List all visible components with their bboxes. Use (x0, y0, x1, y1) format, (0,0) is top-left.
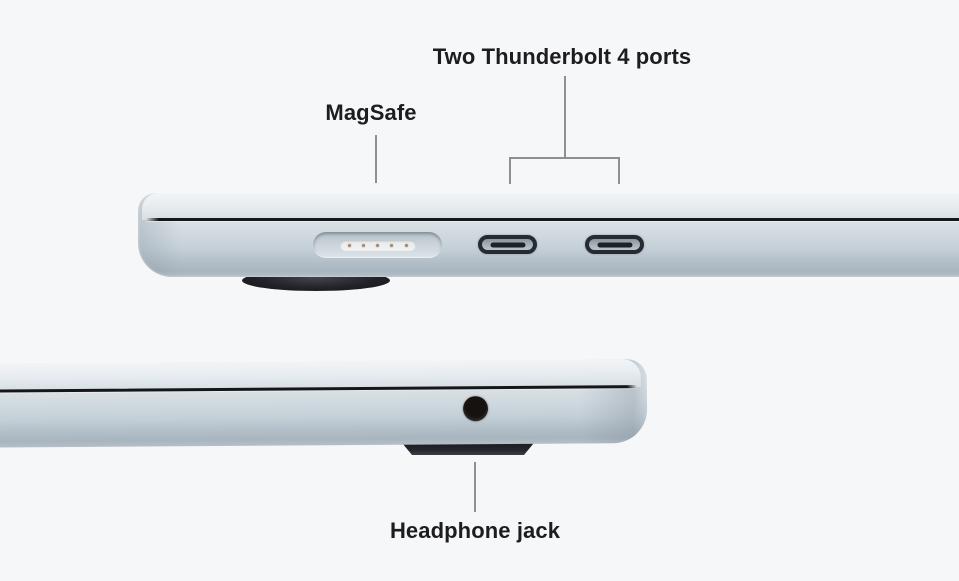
headphone-jack-label: Headphone jack (389, 518, 561, 543)
thunderbolt-port-2 (585, 235, 644, 254)
lid-seam (146, 218, 959, 221)
headphone-callout-line (474, 462, 476, 512)
magsafe-pin (390, 243, 394, 247)
thunderbolt-port-slot (490, 242, 525, 247)
thunderbolt-callout-drop-left (509, 159, 511, 184)
magsafe-pin (376, 243, 379, 247)
macbook-side-view-top (138, 193, 959, 277)
magsafe-label: MagSafe (325, 100, 417, 125)
magsafe-pin (347, 243, 351, 247)
magsafe-callout-line (375, 135, 377, 183)
magsafe-port (313, 232, 442, 258)
magsafe-connector-strip (339, 239, 416, 251)
macbook-side-view-bottom (0, 359, 648, 448)
thunderbolt-callout-stem (564, 76, 566, 159)
thunderbolt-ports-label: Two Thunderbolt 4 ports (432, 44, 692, 69)
thunderbolt-port-1 (478, 235, 537, 254)
thunderbolt-port-slot (597, 242, 632, 247)
magsafe-pin (361, 243, 365, 247)
laptop-lid-edge (142, 193, 959, 220)
magsafe-pin (404, 243, 408, 247)
thunderbolt-callout-bracket (509, 157, 620, 159)
headphone-jack-port (462, 396, 489, 422)
thunderbolt-callout-drop-right (618, 159, 620, 184)
